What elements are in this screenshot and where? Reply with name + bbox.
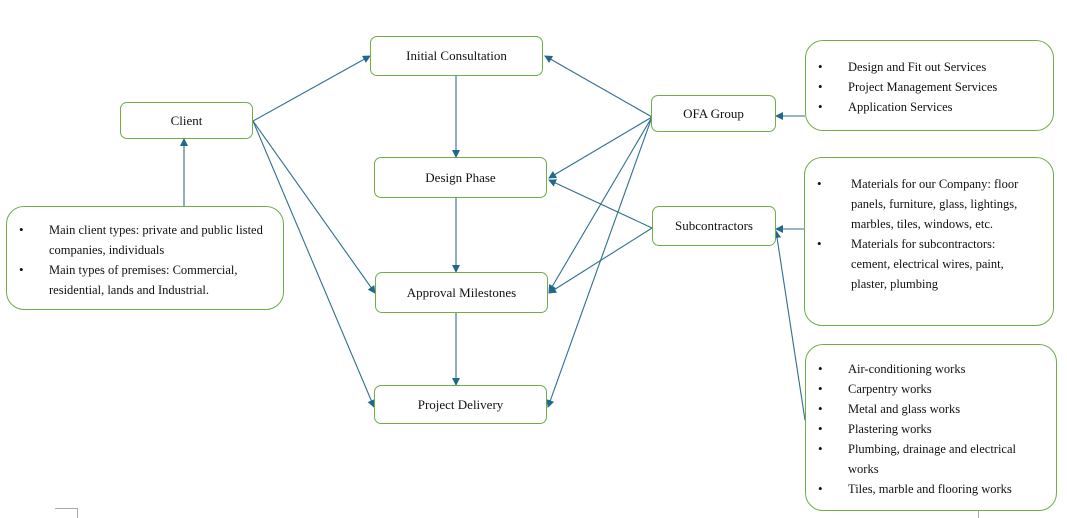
list-item: Application Services [806,97,1053,117]
node-project-delivery[interactable]: Project Delivery [374,385,547,424]
list-item: Main client types: private and public li… [7,220,273,260]
node-initial-consultation-label: Initial Consultation [406,48,507,63]
node-ofa-group-label: OFA Group [683,105,744,121]
note-materials: Materials for our Company: floor panels,… [804,157,1054,326]
list-item: Design and Fit out Services [806,57,1053,77]
node-client-label: Client [170,112,203,128]
arrow-ofa-group-to-initial-consultation [544,55,653,118]
ofa-services-list: Design and Fit out Services Project Mana… [806,57,1053,117]
list-item: Plumbing, drainage and electrical works [806,439,1040,479]
client-info-list: Main client types: private and public li… [7,220,273,300]
list-item: Materials for our Company: floor panels,… [805,174,1033,234]
arrow-subcontractors-to-design-phase [548,179,653,229]
page-corner-mark [77,508,78,518]
works-list: Air-conditioning works Carpentry works M… [806,359,1040,499]
list-item: Air-conditioning works [806,359,1040,379]
arrow-client-to-approval-milestones [252,120,376,294]
arrow-client-to-project-delivery [252,120,375,408]
list-item: Plastering works [806,419,1040,439]
node-approval-milestones-label: Approval Milestones [406,284,517,300]
arrow-ofa-group-to-project-delivery [546,116,653,408]
arrow-works-to-subcontractors [773,230,806,421]
node-initial-consultation[interactable]: Initial Consultation [370,36,543,76]
node-design-phase-label: Design Phase [425,169,496,185]
arrow-subcontractors-to-approval-milestones [548,227,653,294]
list-item: Carpentry works [806,379,1040,399]
note-client-info: Main client types: private and public li… [6,206,284,310]
arrow-client-to-initial-consultation [252,55,371,122]
node-design-phase[interactable]: Design Phase [374,157,547,198]
node-client[interactable]: Client [120,102,253,139]
list-item: Tiles, marble and flooring works [806,479,1040,499]
list-item: Main types of premises: Commercial, resi… [7,260,273,300]
materials-list: Materials for our Company: floor panels,… [805,174,1033,294]
node-approval-milestones[interactable]: Approval Milestones [375,272,548,313]
list-item: Materials for subcontractors: cement, el… [805,234,1033,294]
note-works: Air-conditioning works Carpentry works M… [805,344,1057,511]
node-subcontractors-label: Subcontractors [675,218,753,233]
list-item: Project Management Services [806,77,1053,97]
arrow-ofa-group-to-design-phase [548,116,653,179]
list-item: Metal and glass works [806,399,1040,419]
node-subcontractors[interactable]: Subcontractors [652,206,776,246]
node-ofa-group[interactable]: OFA Group [651,95,776,132]
page-corner-mark [55,508,78,509]
node-project-delivery-label: Project Delivery [417,396,504,412]
page-corner-mark [978,511,979,518]
note-ofa-services: Design and Fit out Services Project Mana… [805,40,1054,131]
